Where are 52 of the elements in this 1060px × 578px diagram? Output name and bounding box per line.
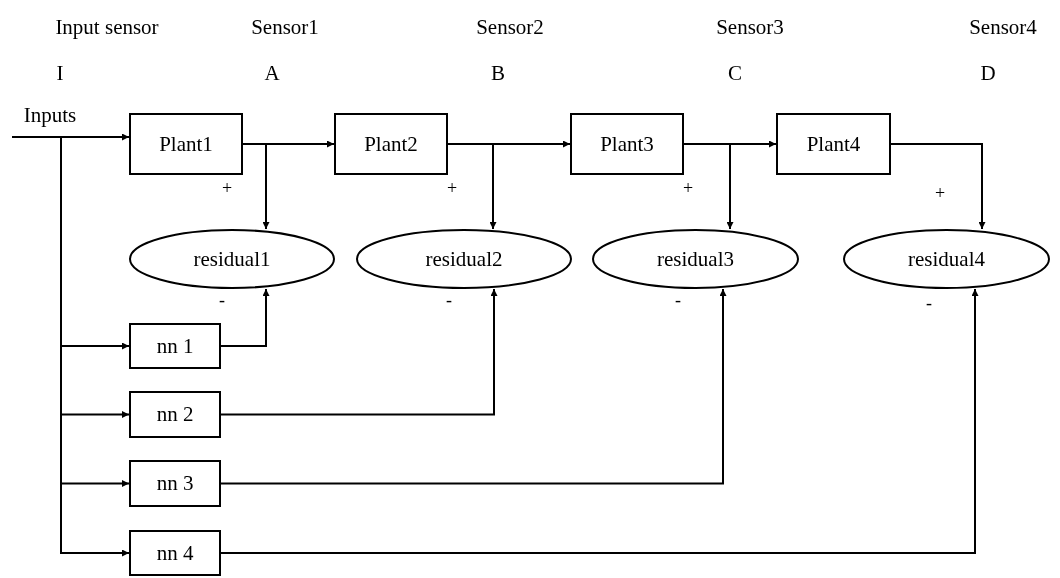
residual-ellipse bbox=[356, 229, 572, 289]
arrow bbox=[683, 143, 734, 230]
residual-ellipse bbox=[129, 229, 335, 289]
process-box bbox=[129, 113, 243, 175]
sensor-letter: A bbox=[264, 60, 280, 86]
node-label: residual1 bbox=[193, 246, 271, 272]
process-box bbox=[334, 113, 448, 175]
node-label: residual4 bbox=[908, 246, 985, 272]
process-box bbox=[129, 323, 221, 369]
sensor-label: Sensor4 bbox=[969, 14, 1037, 40]
arrow bbox=[220, 288, 498, 416]
sensor-letter: D bbox=[980, 60, 996, 86]
sensor-letter: B bbox=[491, 60, 505, 86]
sensor-letter: C bbox=[728, 60, 742, 86]
plus-sign: + bbox=[682, 177, 694, 199]
arrow bbox=[220, 288, 727, 485]
process-box bbox=[129, 530, 221, 576]
sensor-label: Sensor2 bbox=[476, 14, 544, 40]
node-label: residual2 bbox=[425, 246, 503, 272]
arrow bbox=[11, 133, 130, 141]
arrow bbox=[447, 143, 497, 230]
input-label: Inputs bbox=[23, 103, 77, 128]
node-label: residual3 bbox=[657, 246, 734, 272]
sensor-label: Sensor1 bbox=[251, 14, 319, 40]
process-box bbox=[129, 391, 221, 438]
sensor-letter: I bbox=[56, 60, 64, 86]
node-label: Plant1 bbox=[159, 131, 213, 157]
sensor-label: Sensor3 bbox=[716, 14, 784, 40]
node-label: Plant3 bbox=[600, 131, 654, 157]
arrow bbox=[220, 288, 270, 347]
node-label: Plant2 bbox=[364, 131, 418, 157]
sensor-label: Input sensor bbox=[55, 14, 159, 40]
process-box bbox=[129, 460, 221, 507]
process-box bbox=[776, 113, 891, 175]
minus-sign: - bbox=[926, 292, 932, 314]
arrow bbox=[890, 143, 986, 230]
plus-sign: + bbox=[221, 177, 233, 199]
node-label: nn 1 bbox=[156, 333, 194, 359]
residual-ellipse bbox=[592, 229, 799, 289]
residual-ellipse bbox=[843, 229, 1050, 289]
node-label: nn 2 bbox=[156, 402, 194, 427]
plus-sign: + bbox=[934, 182, 946, 204]
process-box bbox=[570, 113, 684, 175]
minus-sign: - bbox=[446, 289, 452, 311]
node-label: nn 3 bbox=[156, 471, 194, 496]
minus-sign: - bbox=[219, 289, 225, 311]
arrow bbox=[242, 143, 270, 230]
arrow bbox=[220, 288, 979, 554]
node-label: Plant4 bbox=[806, 131, 861, 157]
minus-sign: - bbox=[675, 289, 681, 311]
plus-sign: + bbox=[446, 177, 458, 199]
node-label: nn 4 bbox=[156, 540, 194, 566]
